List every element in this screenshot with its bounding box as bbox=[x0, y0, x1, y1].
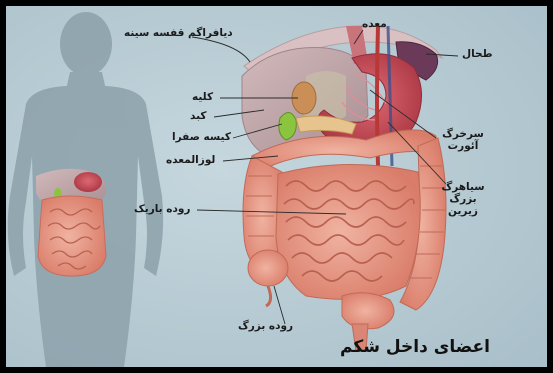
stage: دیافراگم قفسه سینه معده طحال کلیه کبد کی… bbox=[6, 6, 547, 367]
cecum-shape bbox=[248, 250, 288, 286]
label-aorta: سرخرگ آئورت bbox=[440, 128, 486, 152]
label-diaphragm: دیافراگم قفسه سینه bbox=[124, 27, 233, 39]
label-aorta-line2: آئورت bbox=[440, 140, 486, 152]
label-small-intestine: روده باریک bbox=[134, 203, 190, 215]
label-pancreas: لوزالمعده bbox=[166, 154, 215, 166]
label-vena-line3: زیرین bbox=[440, 205, 486, 217]
label-large-intestine: روده بزرگ bbox=[238, 320, 293, 332]
label-vena-cava: سیاهرگ بزرگ زیرین bbox=[440, 181, 486, 217]
label-spleen: طحال bbox=[462, 48, 493, 60]
label-aorta-line1: سرخرگ bbox=[440, 128, 486, 140]
label-gallbladder: کیسه صفرا bbox=[172, 131, 231, 143]
label-vena-line2: بزرگ bbox=[440, 193, 486, 205]
diagram-title: اعضای داخل شکم bbox=[340, 337, 490, 357]
sigmoid-colon bbox=[342, 293, 394, 329]
label-kidney: کلیه bbox=[192, 91, 213, 103]
label-vena-line1: سیاهرگ bbox=[440, 181, 486, 193]
small-organ-thumbnail bbox=[36, 169, 106, 276]
small-intestine-mass bbox=[276, 164, 420, 299]
label-stomach: معده bbox=[362, 18, 387, 30]
label-liver: کبد bbox=[190, 110, 206, 122]
